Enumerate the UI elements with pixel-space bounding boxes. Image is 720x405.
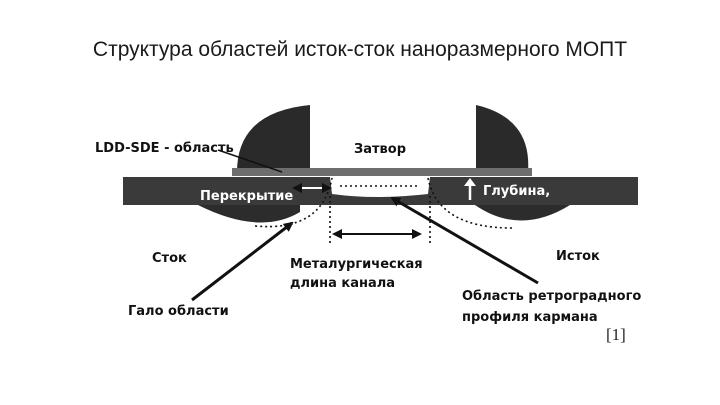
drain-region (198, 205, 300, 223)
gate-label: Затвор (354, 142, 406, 157)
gate-oxide (232, 168, 532, 176)
halo-boundary-right (427, 177, 513, 229)
retrograde-label-1: Область ретроградного (462, 289, 641, 304)
retrograde-label-2: профиля кармана (462, 310, 598, 325)
channel-length-label-2: длина канала (290, 276, 395, 291)
overlap-label: Перекрытие (200, 189, 293, 204)
slide-title: Структура областей исток-сток наноразмер… (92, 38, 628, 61)
ldd-sde-label: LDD-SDE - область (95, 141, 234, 156)
depth-label: Глубина, (483, 184, 550, 199)
ldd-pointer (217, 149, 283, 173)
depth-arrow-head (464, 178, 476, 186)
reference-mark: [1] (606, 325, 626, 344)
left-spacer (237, 105, 310, 172)
channel-length-label-1: Металургическая (290, 257, 423, 272)
drain-label: Сток (152, 251, 187, 266)
source-label: Исток (556, 249, 600, 264)
halo-pointer (191, 221, 294, 302)
substrate-band (123, 177, 638, 205)
halo-label: Гало области (128, 304, 229, 319)
right-spacer (476, 105, 529, 172)
source-region (475, 205, 570, 221)
retrograde-pointer (390, 196, 539, 285)
